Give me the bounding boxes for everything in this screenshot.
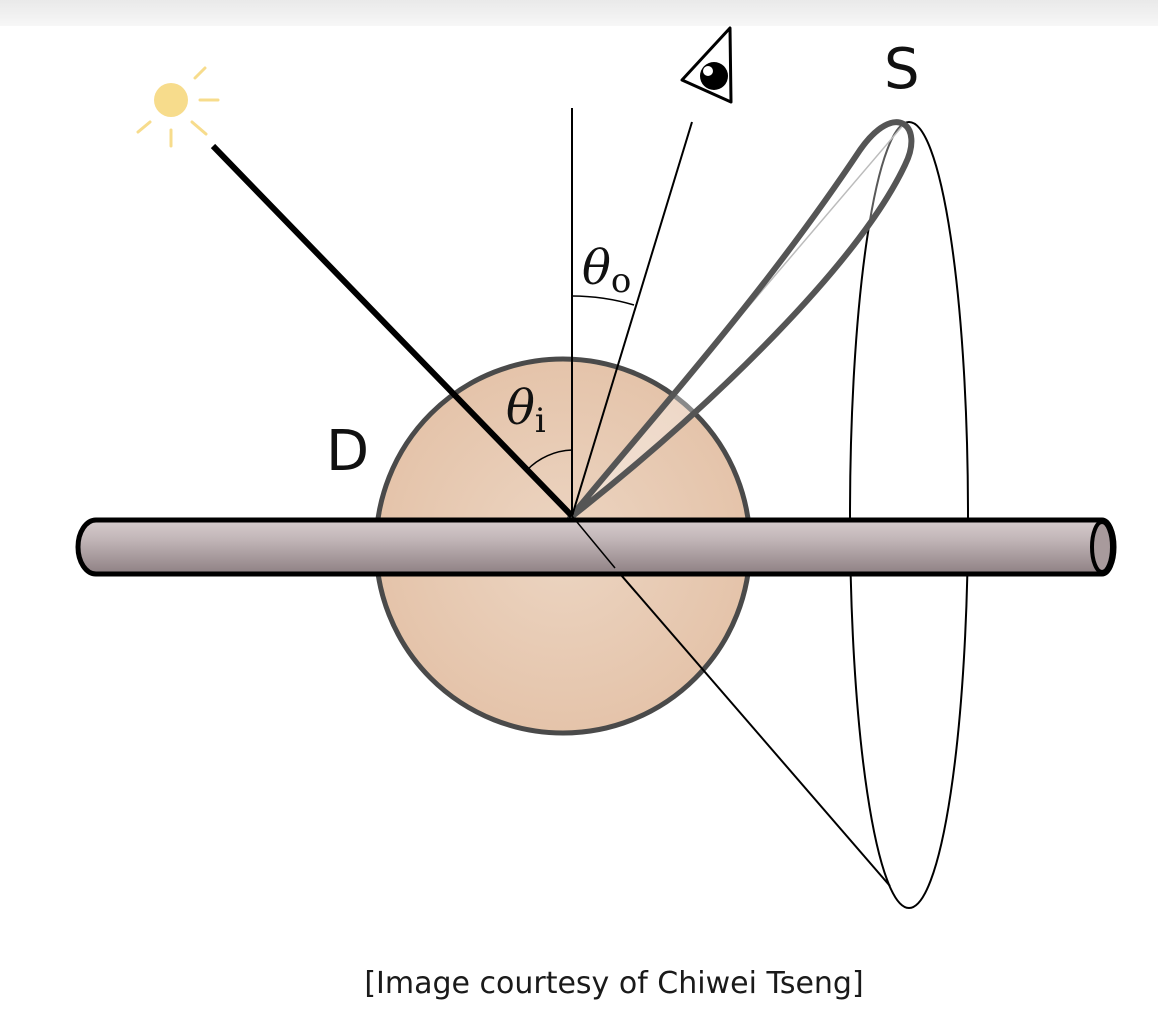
theta-in-arc [526,449,573,471]
incident-ray [210,143,575,519]
theta-out-arc [571,295,635,306]
top-bar [0,0,1158,26]
transmitted-ray [571,515,616,569]
view-direction-line [571,121,693,517]
scattering-cone-ellipse [849,121,969,909]
fiber-end-cap [1090,520,1114,574]
eye-icon [680,26,733,104]
sun-icon [136,66,220,148]
diffuse-label: D [326,419,369,484]
specular-label: S [884,37,920,102]
image-caption: [Image courtesy of Chiwei Tseng] [364,966,864,1001]
cone-bottom-line [569,515,891,887]
specular-lobe [567,119,915,521]
theta-out-label: θo [582,240,631,301]
hair-fiber [75,517,1117,577]
theta-in-label: θi [506,380,546,441]
